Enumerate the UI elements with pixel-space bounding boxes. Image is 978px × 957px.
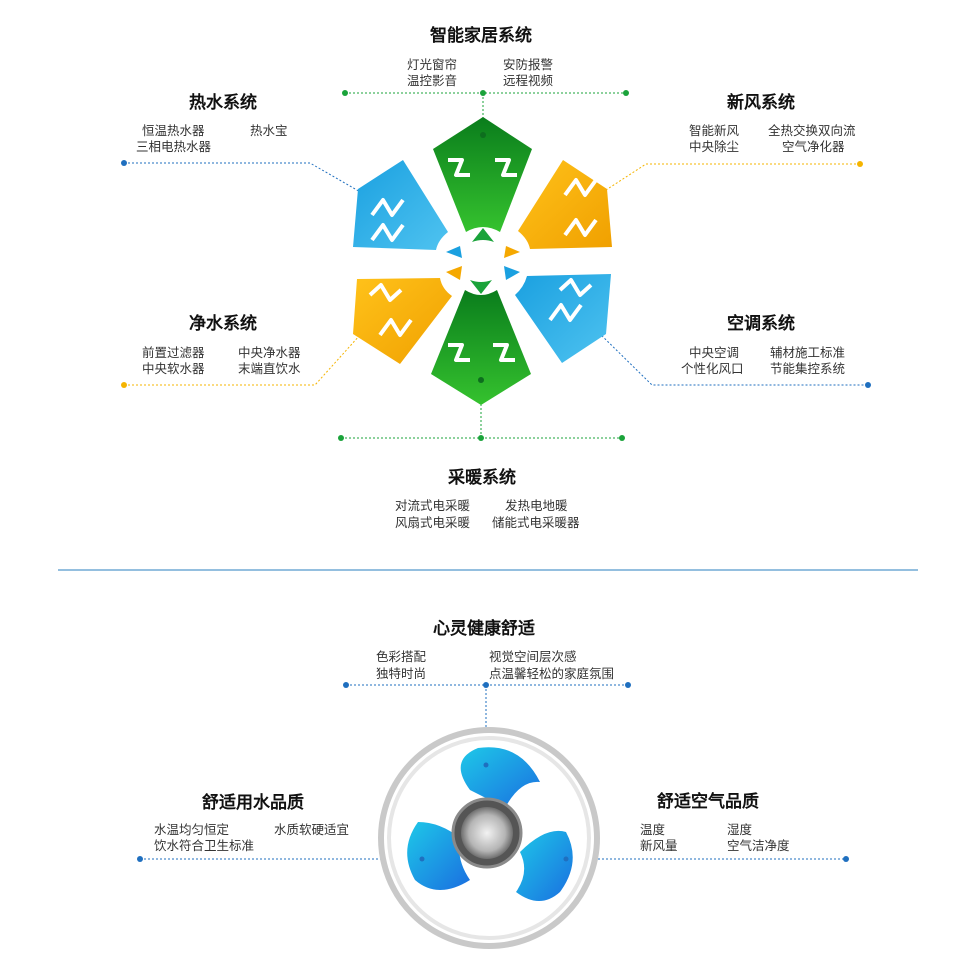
fan-graphic	[378, 727, 600, 949]
heating-petal	[431, 290, 531, 405]
water-quality-title: 舒适用水品质	[202, 793, 304, 813]
fresh-air-connector	[605, 163, 860, 191]
water-purify-item-4: 末端直饮水	[238, 361, 301, 376]
aircon-item-3: 辅材施工标准	[770, 345, 846, 360]
hot-water-item-2: 三相电热水器	[136, 139, 212, 154]
fresh-air-petal	[518, 160, 612, 249]
water-purify-petal	[353, 278, 452, 364]
aircon-title: 空调系统	[727, 314, 795, 334]
smart-home-item-2: 温控影音	[407, 73, 458, 88]
fresh-air-item-2: 中央除尘	[689, 139, 740, 154]
smart-home-petal	[433, 117, 532, 232]
fan-blade-right	[516, 830, 573, 901]
mind-item-2: 独特时尚	[376, 666, 427, 681]
heating-item-4: 储能式电采暖器	[492, 515, 580, 530]
heating-item-2: 风扇式电采暖	[395, 515, 471, 530]
heating-title: 采暖系统	[448, 468, 516, 488]
air-quality-item-2: 新风量	[640, 838, 678, 853]
water-purify-item-3: 中央净水器	[238, 345, 301, 360]
smart-home-title: 智能家居系统	[430, 26, 532, 46]
water-quality-item-1: 水温均匀恒定	[154, 822, 230, 837]
water-quality-item-2: 饮水符合卫生标准	[154, 838, 255, 853]
smart-home-item-1: 灯光窗帘	[407, 57, 458, 72]
hot-water-item-3: 热水宝	[250, 123, 288, 138]
water-purify-item-2: 中央软水器	[142, 361, 205, 376]
mind-item-1: 色彩搭配	[376, 649, 427, 664]
fresh-air-item-3: 全热交换双向流	[768, 123, 856, 138]
smart-home-item-4: 远程视频	[503, 73, 554, 88]
water-purify-item-1: 前置过滤器	[142, 345, 205, 360]
fresh-air-item-4: 空气净化器	[782, 139, 845, 154]
hot-water-title: 热水系统	[189, 93, 257, 113]
aircon-petal	[515, 274, 611, 363]
mind-title: 心灵健康舒适	[433, 619, 535, 639]
aircon-item-4: 节能集控系统	[770, 361, 846, 376]
aircon-item-2: 个性化风口	[681, 361, 744, 376]
aircon-item-1: 中央空调	[689, 345, 740, 360]
mind-item-4: 点温馨轻松的家庭氛围	[489, 666, 615, 681]
fresh-air-item-1: 智能新风	[689, 123, 740, 138]
hot-water-connector	[124, 162, 363, 194]
mind-item-3: 视觉空间层次感	[489, 649, 577, 664]
system-flower	[353, 117, 612, 405]
smart-home-item-3: 安防报警	[503, 57, 554, 72]
heating-item-3: 发热电地暖	[505, 498, 568, 513]
air-quality-item-1: 温度	[640, 822, 666, 837]
heating-item-1: 对流式电采暖	[395, 498, 471, 513]
fresh-air-title: 新风系统	[727, 93, 795, 113]
air-quality-item-3: 湿度	[727, 822, 753, 837]
bottom-connector-dots	[137, 682, 849, 862]
air-quality-item-4: 空气洁净度	[727, 838, 790, 853]
fan-blade-top	[460, 747, 540, 808]
hot-water-item-1: 恒温热水器	[142, 123, 205, 138]
water-purify-title: 净水系统	[189, 314, 257, 334]
water-quality-item-3: 水质软硬适宜	[274, 822, 350, 837]
air-quality-title: 舒适空气品质	[657, 792, 759, 812]
